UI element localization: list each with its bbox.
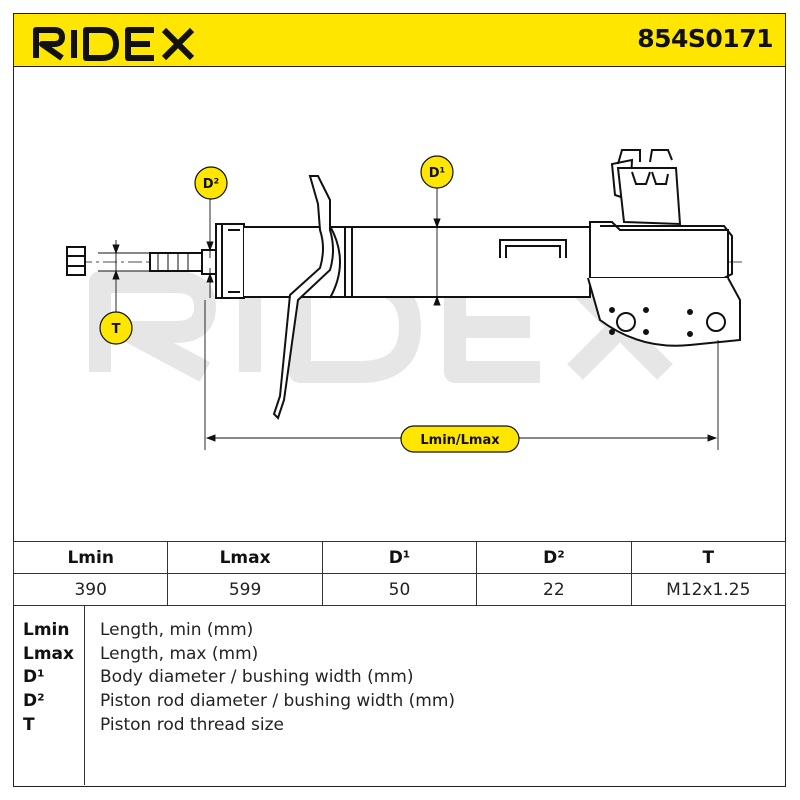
- header-d1: D¹: [321, 541, 478, 574]
- spec-table: Lmin Lmax D¹ D² T 390 599 50 22 M12x1.25: [12, 541, 787, 606]
- strut-body: [244, 226, 591, 298]
- legend-desc: Length, min (mm): [100, 620, 254, 640]
- header-t: T: [630, 541, 787, 574]
- spring-seat: [272, 175, 334, 420]
- spec-header-row: Lmin Lmax D¹ D² T: [12, 541, 787, 574]
- legend-row: Lmax Length, max (mm): [14, 644, 787, 668]
- badge-d2-label: D²: [203, 177, 220, 192]
- ridex-logo: [33, 27, 195, 61]
- legend-desc: Length, max (mm): [100, 644, 259, 664]
- header-bar: 854S0171: [13, 13, 786, 67]
- legend-desc: Body diameter / bushing width (mm): [100, 667, 414, 687]
- badge-d1: D¹: [420, 155, 454, 189]
- legend-key: Lmax: [23, 644, 74, 664]
- value-lmax: 599: [167, 573, 323, 606]
- legend-desc: Piston rod thread size: [100, 715, 285, 735]
- legend-divider: [84, 606, 85, 785]
- nut: [66, 246, 86, 276]
- value-t: M12x1.25: [630, 573, 787, 606]
- legend-key: Lmin: [23, 620, 70, 640]
- value-d2: 22: [476, 573, 632, 606]
- legend-key: T: [23, 715, 35, 735]
- badge-length: Lmin/Lmax: [400, 425, 520, 453]
- badge-d1-label: D¹: [429, 166, 446, 181]
- badge-length-label: Lmin/Lmax: [420, 433, 500, 448]
- spec-value-row: 390 599 50 22 M12x1.25: [12, 573, 787, 606]
- mount-hole-2: [706, 312, 726, 332]
- part-number: 854S0171: [637, 24, 773, 53]
- legend-row: D¹ Body diameter / bushing width (mm): [14, 667, 787, 691]
- legend-key: D²: [23, 691, 45, 711]
- badge-t-label: T: [112, 322, 121, 337]
- badge-t: T: [99, 311, 133, 345]
- badge-d2: D²: [194, 166, 228, 200]
- legend-row: D² Piston rod diameter / bushing width (…: [14, 691, 787, 715]
- strut-outline: [66, 149, 745, 420]
- legend-desc: Piston rod diameter / bushing width (mm): [100, 691, 456, 711]
- value-lmin: 390: [12, 573, 169, 606]
- legend-key: D¹: [23, 667, 45, 687]
- legend: Lmin Length, min (mm) Lmax Length, max (…: [13, 606, 786, 787]
- header-lmax: Lmax: [167, 541, 323, 574]
- legend-row: T Piston rod thread size: [14, 715, 787, 739]
- hose-clip: [499, 239, 567, 258]
- value-d1: 50: [321, 573, 478, 606]
- top-mount: [215, 223, 245, 299]
- legend-row: Lmin Length, min (mm): [14, 620, 787, 644]
- header-d2: D²: [476, 541, 632, 574]
- header-lmin: Lmin: [12, 541, 169, 574]
- mount-hole-1: [616, 312, 636, 332]
- knuckle-bracket: [587, 277, 741, 347]
